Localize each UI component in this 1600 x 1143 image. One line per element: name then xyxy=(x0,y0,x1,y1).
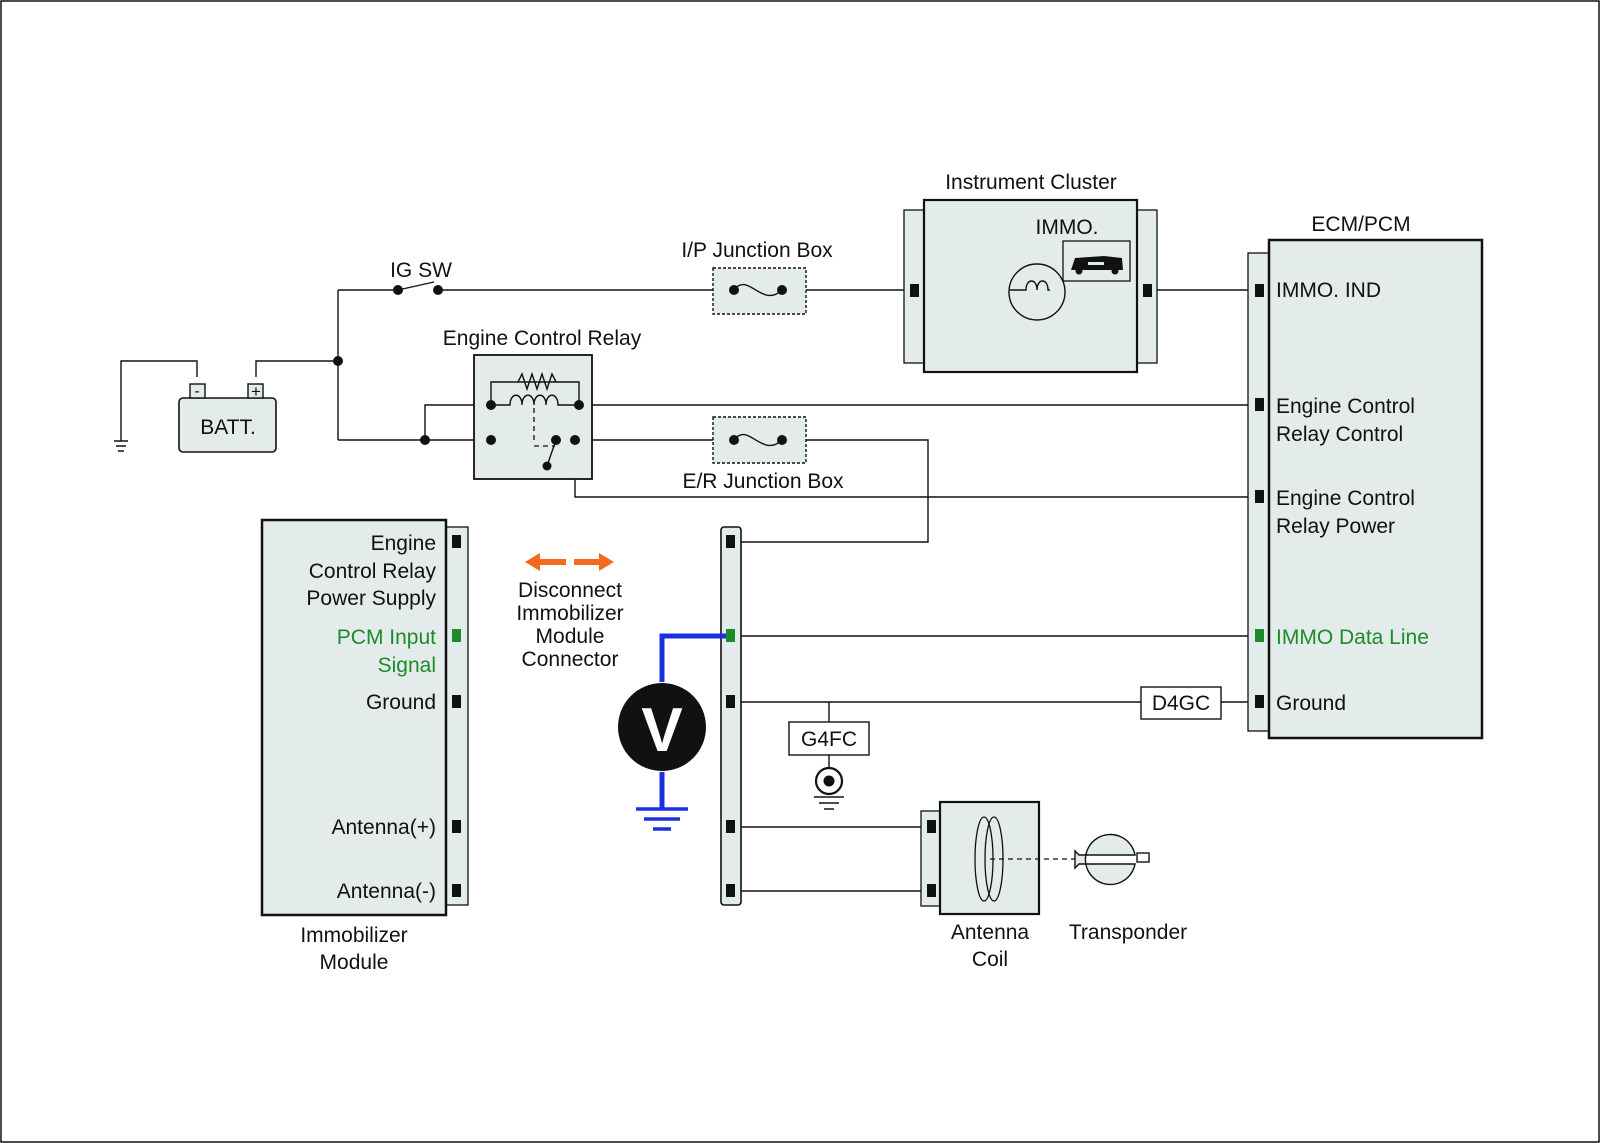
ecm-pcm: ECM/PCM IMMO. IND Engine Control Relay C… xyxy=(1247,213,1484,740)
immobilizer-module-label-line2: Module xyxy=(320,951,389,974)
immo-pin-relay-power-line1: Engine xyxy=(371,532,436,555)
g4fc-label: G4FC xyxy=(801,728,857,751)
ecm-pin-ground: Ground xyxy=(1276,692,1346,715)
ecm-pin-relay-power-line2: Relay Power xyxy=(1276,515,1395,538)
immobilizer-module: Engine Control Relay Power Supply PCM In… xyxy=(260,518,469,974)
immo-pin-antenna-minus: Antenna(-) xyxy=(337,880,436,903)
ground-point-icon xyxy=(814,766,844,796)
instrument-cluster: Instrument Cluster IMMO. xyxy=(903,171,1158,374)
junction-dots xyxy=(333,285,443,445)
relay-coil-icon xyxy=(491,394,579,406)
harness-connector xyxy=(720,526,742,906)
disconnect-text-line1: Disconnect xyxy=(518,579,622,602)
immobilizer-module-label-line1: Immobilizer xyxy=(300,924,407,947)
indicator-bulb-icon xyxy=(1008,263,1066,321)
voltmeter-icon xyxy=(618,683,706,771)
immo-pin-relay-power-line2: Control Relay xyxy=(309,560,437,583)
voltmeter: V xyxy=(618,633,726,831)
engine-control-relay: Engine Control Relay xyxy=(443,327,642,480)
ip-junction-box: I/P Junction Box xyxy=(681,239,833,315)
transponder-label: Transponder xyxy=(1069,921,1187,944)
ground-icon xyxy=(636,807,688,831)
battery-label: BATT. xyxy=(200,416,256,439)
ecm-pin-immo-data-line: IMMO Data Line xyxy=(1276,626,1429,649)
ecm-pcm-label: ECM/PCM xyxy=(1311,213,1410,236)
battery: - + BATT. xyxy=(178,382,277,453)
probe-lead xyxy=(659,633,726,682)
immo-pin-pcm-input-line1: PCM Input xyxy=(337,626,436,649)
immo-indicator-label: IMMO. xyxy=(1036,216,1099,239)
arrow-left-icon xyxy=(525,553,566,571)
battery-positive-terminal xyxy=(247,383,264,399)
arrow-right-icon xyxy=(574,553,614,571)
disconnect-annotation: Disconnect Immobilizer Module Connector xyxy=(516,553,624,671)
ecm-pin-relay-control-line1: Engine Control xyxy=(1276,395,1415,418)
antenna-coil: Antenna Coil xyxy=(920,800,1077,971)
disconnect-text-line3: Module xyxy=(536,625,605,648)
er-junction-box-label: E/R Junction Box xyxy=(682,470,844,493)
disconnect-text-line4: Connector xyxy=(522,648,619,671)
immo-pin-relay-power-line3: Power Supply xyxy=(306,587,436,610)
g4fc-box xyxy=(788,721,870,756)
antenna-coil-label-line2: Coil xyxy=(972,948,1008,971)
disconnect-text-line2: Immobilizer xyxy=(516,602,623,625)
ecm-pin-relay-power-line1: Engine Control xyxy=(1276,487,1415,510)
d4gc-box xyxy=(1140,686,1222,720)
ip-junction-box-label: I/P Junction Box xyxy=(681,239,833,262)
transponder-key-icon xyxy=(1074,833,1136,886)
immo-pin-antenna-plus: Antenna(+) xyxy=(332,816,437,839)
transponder: Transponder xyxy=(1069,833,1187,944)
ecm-pin-immo-ind: IMMO. IND xyxy=(1276,279,1381,302)
d4gc-label: D4GC xyxy=(1152,692,1210,715)
antenna-coil-label-line1: Antenna xyxy=(951,921,1030,944)
g4fc-ground: G4FC xyxy=(788,721,870,810)
battery-minus-label: - xyxy=(194,383,199,400)
resistor-icon xyxy=(517,371,557,392)
fuse-icon xyxy=(733,283,783,297)
ig-switch-label: IG SW xyxy=(390,259,452,282)
instrument-cluster-label: Instrument Cluster xyxy=(945,171,1117,194)
battery-negative-terminal xyxy=(189,383,206,399)
engine-control-relay-label: Engine Control Relay xyxy=(443,327,642,350)
immo-pin-ground: Ground xyxy=(366,691,436,714)
er-junction-box: E/R Junction Box xyxy=(682,416,844,493)
voltmeter-symbol: V xyxy=(641,696,682,765)
battery-plus-label: + xyxy=(251,382,261,401)
immo-pin-pcm-input-line2: Signal xyxy=(378,654,436,677)
ecm-pin-relay-control-line2: Relay Control xyxy=(1276,423,1403,446)
wiring xyxy=(114,281,1258,892)
fuse-icon xyxy=(733,433,783,447)
